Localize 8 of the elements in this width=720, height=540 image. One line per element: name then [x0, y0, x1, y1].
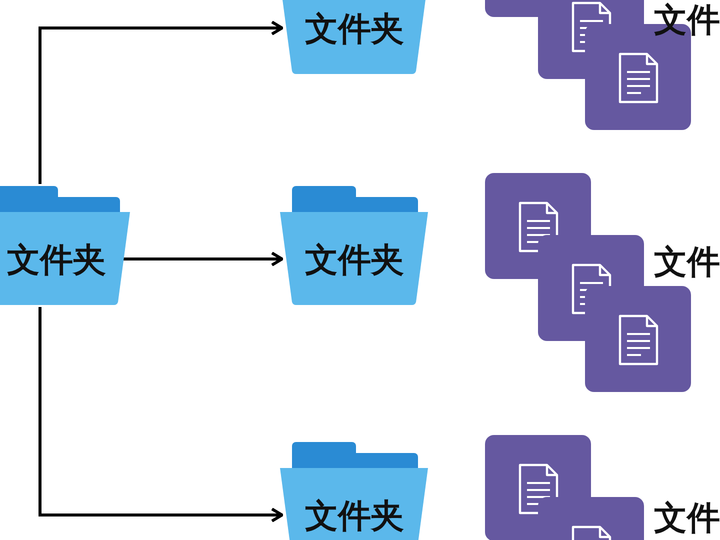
folder-label: 文件夹 — [305, 242, 404, 278]
file-label: 文件 — [654, 500, 720, 536]
arrow — [38, 307, 284, 522]
arrow — [38, 20, 284, 184]
folder-label: 文件夹 — [305, 11, 404, 47]
file-label: 文件 — [654, 244, 720, 280]
folder-label: 文件夹 — [7, 242, 106, 278]
folder-label: 文件夹 — [305, 498, 404, 534]
